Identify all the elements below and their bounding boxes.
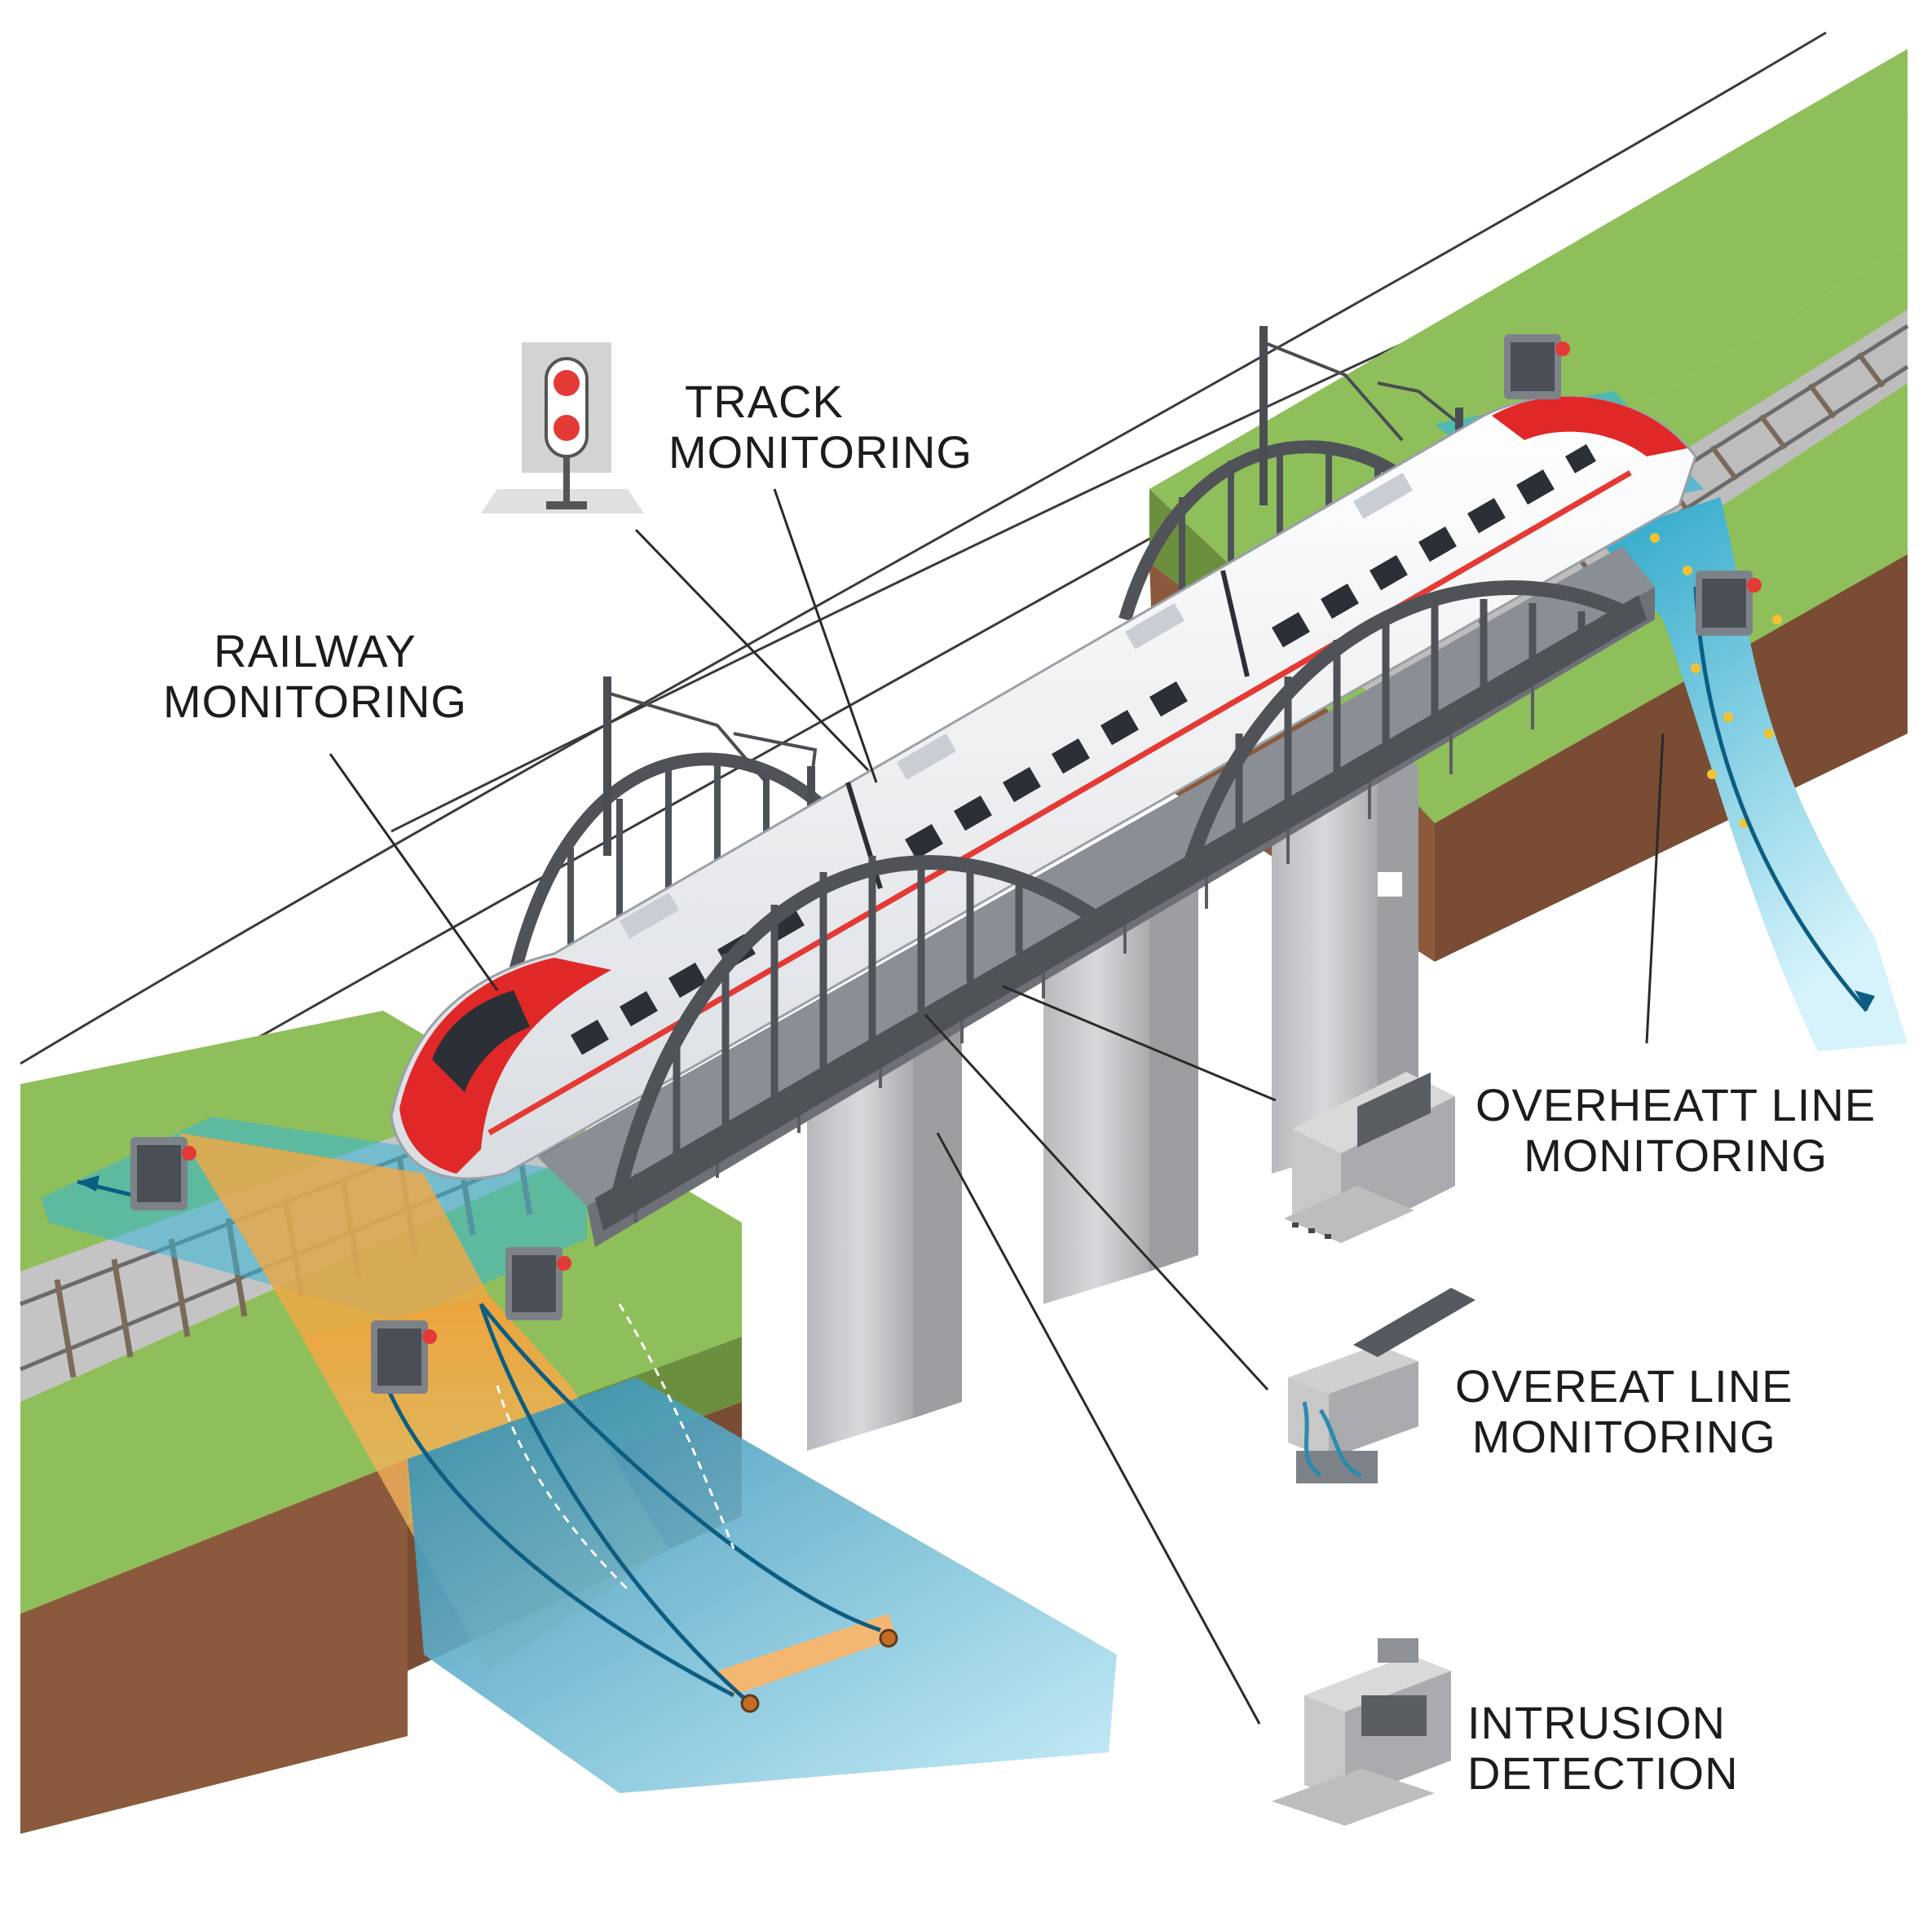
overeat-line-monitoring-line1: OVEREAT LINE [1455, 1360, 1793, 1412]
railway-monitoring-line1: RAILWAY [214, 625, 417, 676]
intrusion-detection-label: INTRUSION DETECTION [1467, 1698, 1739, 1799]
overeat-line-equipment-icon [1288, 1288, 1475, 1483]
front-arches [612, 580, 1643, 1192]
track-monitoring-line2: MONITORING [668, 426, 973, 478]
track-signal-icon [481, 342, 644, 513]
track-monitoring-label: TRACK MONITORING [668, 377, 973, 478]
overeat-line-monitoring-line2: MONITORING [1471, 1411, 1776, 1462]
overhead-line-equipment-icon [1284, 1072, 1455, 1243]
leader-lines [329, 488, 1665, 1725]
intrusion-detection-line1: INTRUSION [1467, 1697, 1726, 1748]
track-monitoring-line1: TRACK [685, 376, 844, 427]
intrusion-detection-line2: DETECTION [1467, 1747, 1739, 1799]
overheatt-line-monitoring-line1: OVERHEATT LINE [1475, 1079, 1877, 1130]
field-sensor-units [130, 334, 1762, 1394]
overeat-line-monitoring-label: OVEREAT LINE MONITORING [1455, 1361, 1793, 1462]
intrusion-detection-equipment-icon [1272, 1638, 1451, 1826]
railway-monitoring-label: RAILWAY MONITORING [163, 626, 467, 727]
overheatt-line-monitoring-label: OVERHEATT LINE MONITORING [1475, 1080, 1876, 1181]
white-marker [1378, 872, 1402, 897]
railway-monitoring-line2: MONITORING [163, 676, 467, 727]
overheatt-line-monitoring-line2: MONITORING [1524, 1130, 1828, 1181]
